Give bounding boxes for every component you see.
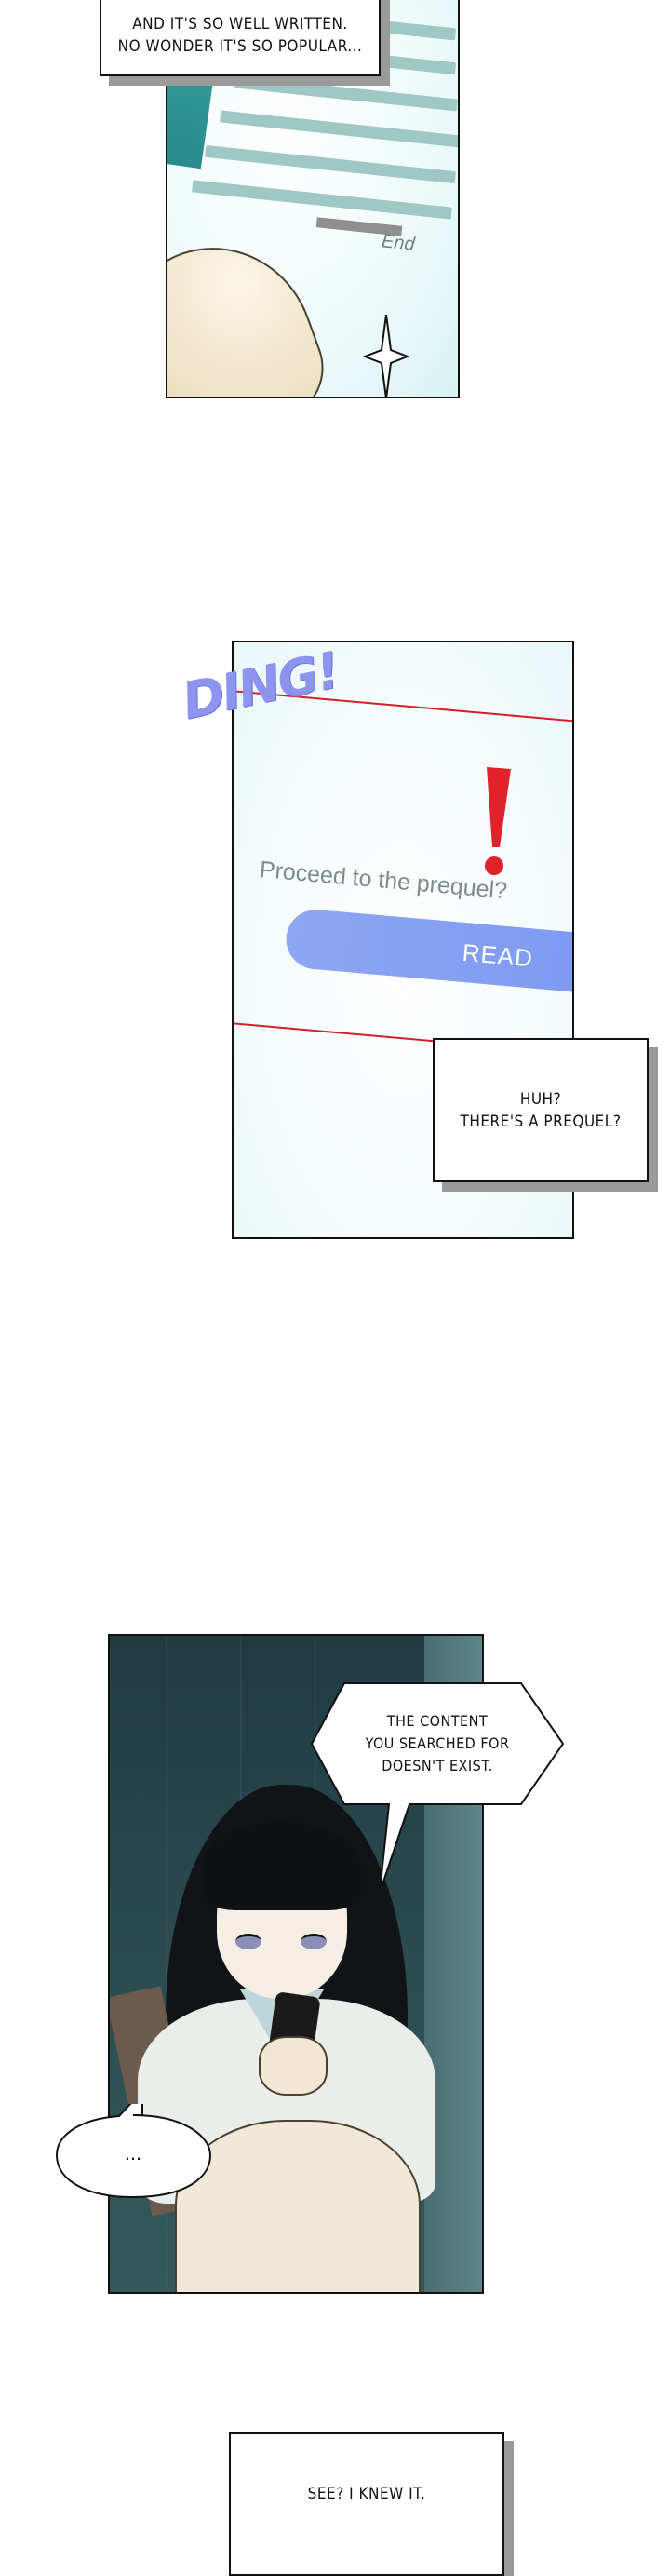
- speech-bubble-dots: ...: [54, 2104, 212, 2202]
- speech-bubble-shape: [55, 2104, 212, 2199]
- text-line: [220, 110, 458, 148]
- bubble-dots: ...: [124, 2140, 142, 2165]
- caption-line: HUH?: [519, 1089, 562, 1109]
- girl-eye: [235, 1934, 261, 1949]
- prequel-prompt: Proceed to the prequel?: [258, 856, 509, 905]
- speech-bubble-shape: [310, 1682, 565, 1888]
- girl-eye: [301, 1934, 327, 1949]
- girl-hand: [259, 2036, 328, 2096]
- exclamation-icon: [485, 767, 511, 875]
- end-label: End: [380, 231, 416, 255]
- text-line: [192, 180, 452, 220]
- caption-knew-it: SEE? I KNEW IT.: [229, 2432, 504, 2576]
- caption-prequel: HUH? THERE'S A PREQUEL?: [433, 1038, 649, 1182]
- speech-bubble-content: THE CONTENT YOU SEARCHED FOR DOESN'T EXI…: [307, 1674, 568, 1888]
- bubble-line: DOESN'T EXIST.: [382, 1757, 493, 1774]
- wall-line: [166, 1636, 168, 2292]
- girl-knees: [175, 2120, 421, 2292]
- finger: [168, 219, 339, 397]
- text-line: [234, 75, 458, 112]
- caption-line: NO WONDER IT'S SO POPULAR...: [117, 37, 363, 56]
- caption-well-written: AND IT'S SO WELL WRITTEN. NO WONDER IT'S…: [100, 0, 381, 76]
- girl-bangs: [203, 1822, 361, 1910]
- caption-line: THERE'S A PREQUEL?: [460, 1112, 622, 1131]
- bubble-line: THE CONTENT: [386, 1712, 489, 1730]
- caption-line: SEE? I KNEW IT.: [307, 2484, 426, 2503]
- read-button[interactable]: READ: [283, 907, 572, 996]
- caption-line: AND IT'S SO WELL WRITTEN.: [132, 15, 348, 34]
- sparkle-icon: [363, 315, 409, 397]
- text-line: [205, 144, 456, 184]
- bubble-line: YOU SEARCHED FOR: [365, 1734, 510, 1752]
